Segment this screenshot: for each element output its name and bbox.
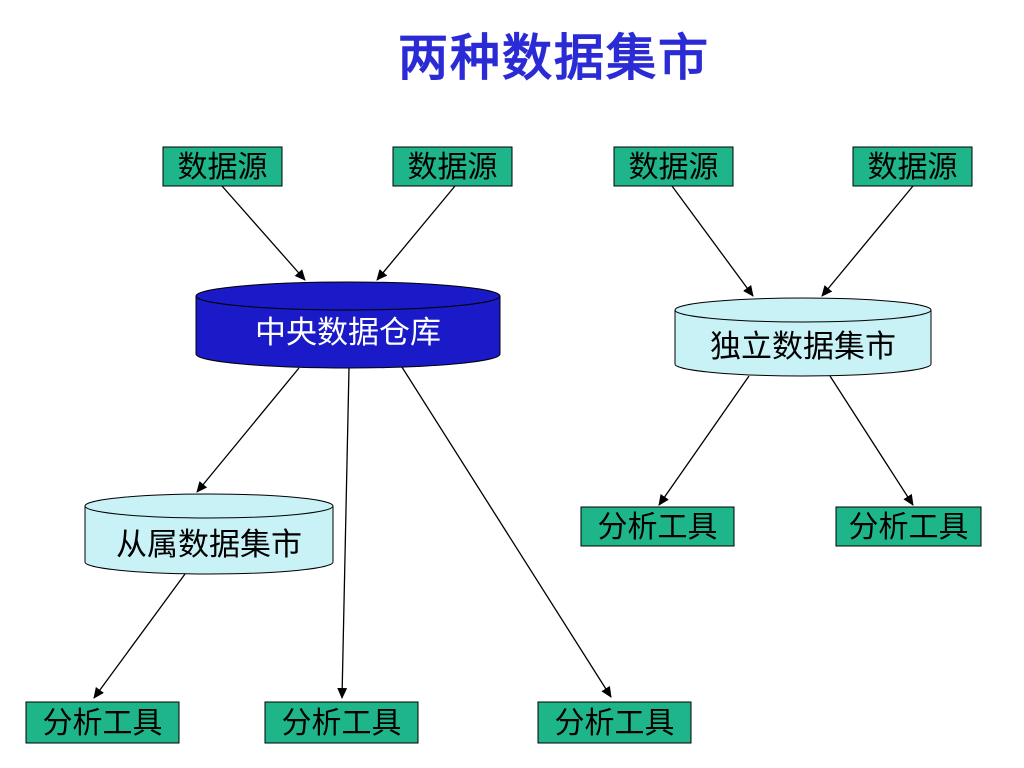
arrow-warehouse-to-tool3: [399, 363, 612, 698]
analysis-tool-bottom-1-label: 分析工具: [43, 706, 163, 741]
arrow-mart-to-tool-right1: [658, 375, 750, 506]
independent-mart-cylinder: 独立数据集市: [674, 297, 932, 377]
central-warehouse-label: 中央数据仓库: [255, 315, 441, 351]
arrow-source1-to-warehouse: [221, 185, 306, 281]
source-box-3: 数据源: [613, 146, 734, 187]
central-warehouse-cylinder: 中央数据仓库: [195, 281, 501, 369]
analysis-tool-bottom-2-label: 分析工具: [282, 706, 402, 741]
analysis-tool-right-1-label: 分析工具: [598, 510, 718, 545]
dependent-mart-label: 从属数据集市: [116, 527, 302, 563]
source-box-3-label: 数据源: [629, 150, 719, 185]
independent-mart-label: 独立数据集市: [710, 329, 896, 365]
source-box-1: 数据源: [162, 146, 283, 187]
analysis-tool-bottom-3: 分析工具: [537, 701, 692, 744]
analysis-tool-bottom-2: 分析工具: [264, 701, 419, 744]
arrow-dependent-to-tool1: [93, 573, 186, 699]
source-box-4: 数据源: [852, 146, 973, 187]
arrow-source3-to-mart: [671, 185, 754, 297]
arrow-source2-to-warehouse: [376, 185, 456, 281]
arrow-warehouse-to-dependent: [196, 367, 300, 493]
source-box-2-label: 数据源: [408, 150, 498, 185]
analysis-tool-bottom-1: 分析工具: [25, 701, 180, 744]
analysis-tool-right-2: 分析工具: [835, 506, 982, 547]
analysis-tool-bottom-3-label: 分析工具: [555, 706, 675, 741]
source-box-2: 数据源: [392, 146, 513, 187]
diagram-title: 两种数据集市: [398, 28, 710, 87]
source-box-4-label: 数据源: [868, 150, 958, 185]
arrow-source4-to-mart: [821, 185, 914, 297]
source-box-1-label: 数据源: [178, 150, 268, 185]
analysis-tool-right-1: 分析工具: [580, 506, 735, 547]
arrow-warehouse-to-tool2: [337, 367, 350, 699]
arrow-mart-to-tool-right2: [829, 375, 914, 506]
dependent-mart-cylinder: 从属数据集市: [84, 493, 334, 575]
arrows: [93, 185, 914, 699]
analysis-tool-right-2-label: 分析工具: [849, 510, 969, 545]
